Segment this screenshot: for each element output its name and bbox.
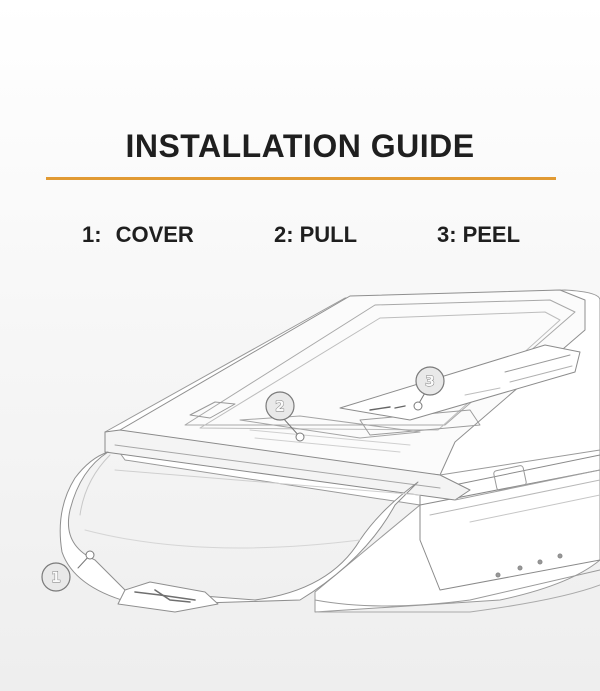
page-title: INSTALLATION GUIDE (125, 128, 475, 164)
callout-1-label: 1 (51, 570, 61, 586)
steps-row: 1: COVER 2:PULL 3:PEEL (0, 222, 600, 254)
screen-area (119, 289, 586, 476)
callout-3-label: 3 (425, 374, 435, 390)
callout-1: 1 (41, 550, 95, 592)
step-2-label: PULL (299, 222, 358, 247)
callout-3: 3 (413, 366, 445, 411)
installation-illustration: 1 2 3 (41, 289, 600, 613)
step-1-label: COVER (115, 222, 194, 247)
step-3-label: PEEL (462, 222, 521, 247)
callout-2: 2 (265, 391, 305, 442)
title-divider (46, 177, 556, 180)
step-3: 3:PEEL (437, 222, 520, 248)
step-1-number: 1: (82, 222, 102, 247)
cover-film (59, 451, 421, 613)
step-2: 2:PULL (274, 222, 357, 248)
step-2-number: 2: (274, 222, 294, 247)
step-1: 1: COVER (82, 222, 194, 248)
callout-2-label: 2 (275, 399, 285, 415)
step-3-number: 3: (437, 222, 457, 247)
applicator-frame (104, 429, 600, 501)
